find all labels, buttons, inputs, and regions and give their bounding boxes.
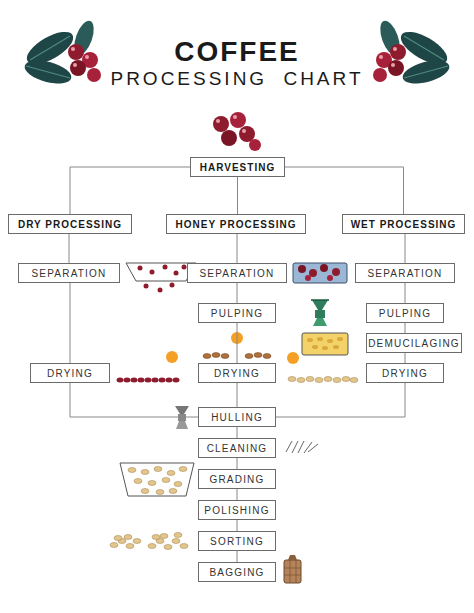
method-box: DRY PROCESSING xyxy=(8,214,132,234)
process-box: PULPING xyxy=(366,303,444,323)
box-label: PULPING xyxy=(379,308,431,319)
method-box: HONEY PROCESSING xyxy=(166,214,306,234)
connector-line xyxy=(285,167,404,214)
sorting-container xyxy=(126,263,196,293)
process-box: SEPARATION xyxy=(18,263,120,283)
box-label: DRYING xyxy=(214,368,260,379)
box-label: DEMUCILAGING xyxy=(368,338,460,349)
coffee-sack xyxy=(284,555,301,583)
connector-line xyxy=(69,234,70,263)
box-label: BAGGING xyxy=(209,567,264,578)
process-box: GRADING xyxy=(198,469,276,489)
process-box: SORTING xyxy=(198,531,276,551)
connector-line xyxy=(237,283,238,303)
pulper-icon xyxy=(311,300,329,326)
connector-line xyxy=(405,353,406,363)
box-label: WET PROCESSING xyxy=(351,219,457,230)
drying-wet-beans xyxy=(288,377,358,383)
cleaning-lines xyxy=(286,441,318,453)
box-label: POLISHING xyxy=(204,505,269,516)
coffee-branch-left xyxy=(22,18,101,88)
process-box: CLEANING xyxy=(198,438,276,458)
process-box: DRYING xyxy=(30,363,110,383)
connector-line xyxy=(70,167,190,214)
connector-line xyxy=(237,427,238,438)
connector-line xyxy=(237,383,238,407)
sorted-beans xyxy=(110,533,188,550)
chart-title: COFFEE PROCESSING CHART xyxy=(108,36,366,90)
box-label: DRY PROCESSING xyxy=(18,219,122,230)
process-box: POLISHING xyxy=(198,500,276,520)
grading-tray xyxy=(120,463,194,496)
sun-icon xyxy=(287,352,299,364)
connector-line xyxy=(405,283,406,303)
process-box: DRYING xyxy=(198,363,276,383)
connector-line xyxy=(237,177,238,214)
berry-cluster xyxy=(213,112,261,151)
process-box: PULPING xyxy=(198,303,276,323)
connector-line xyxy=(237,520,238,531)
box-label: DRYING xyxy=(47,368,93,379)
box-label: GRADING xyxy=(209,474,264,485)
box-label: HULLING xyxy=(211,412,263,423)
fermentation-tub xyxy=(302,333,348,355)
box-label: SORTING xyxy=(210,536,264,547)
process-box: SEPARATION xyxy=(355,263,455,283)
water-tub xyxy=(293,263,347,283)
box-label: HONEY PROCESSING xyxy=(176,219,297,230)
connector-line xyxy=(276,383,405,417)
box-label: PULPING xyxy=(211,308,263,319)
method-box: HARVESTING xyxy=(190,157,285,177)
box-label: SEPARATION xyxy=(200,268,275,279)
box-label: SEPARATION xyxy=(32,268,107,279)
process-box: HULLING xyxy=(198,407,276,427)
process-box: SEPARATION xyxy=(187,263,287,283)
connector-line xyxy=(70,283,71,363)
connector-line xyxy=(237,323,238,363)
box-label: SEPARATION xyxy=(368,268,443,279)
coffee-branch-right xyxy=(373,18,452,88)
connector-line xyxy=(70,383,198,417)
connector-line xyxy=(237,234,238,263)
connector-line xyxy=(237,458,238,469)
method-box: WET PROCESSING xyxy=(342,214,465,234)
sun-icon xyxy=(166,351,178,363)
connector-line xyxy=(405,234,406,263)
process-box: DRYING xyxy=(366,363,444,383)
box-label: DRYING xyxy=(382,368,428,379)
box-label: HARVESTING xyxy=(200,162,275,173)
process-box: DEMUCILAGING xyxy=(366,333,462,353)
connector-line xyxy=(237,551,238,562)
drying-cherries xyxy=(117,378,180,383)
connector-line xyxy=(405,323,406,333)
connector-line xyxy=(237,489,238,500)
box-label: CLEANING xyxy=(207,443,268,454)
process-box: BAGGING xyxy=(198,562,276,582)
